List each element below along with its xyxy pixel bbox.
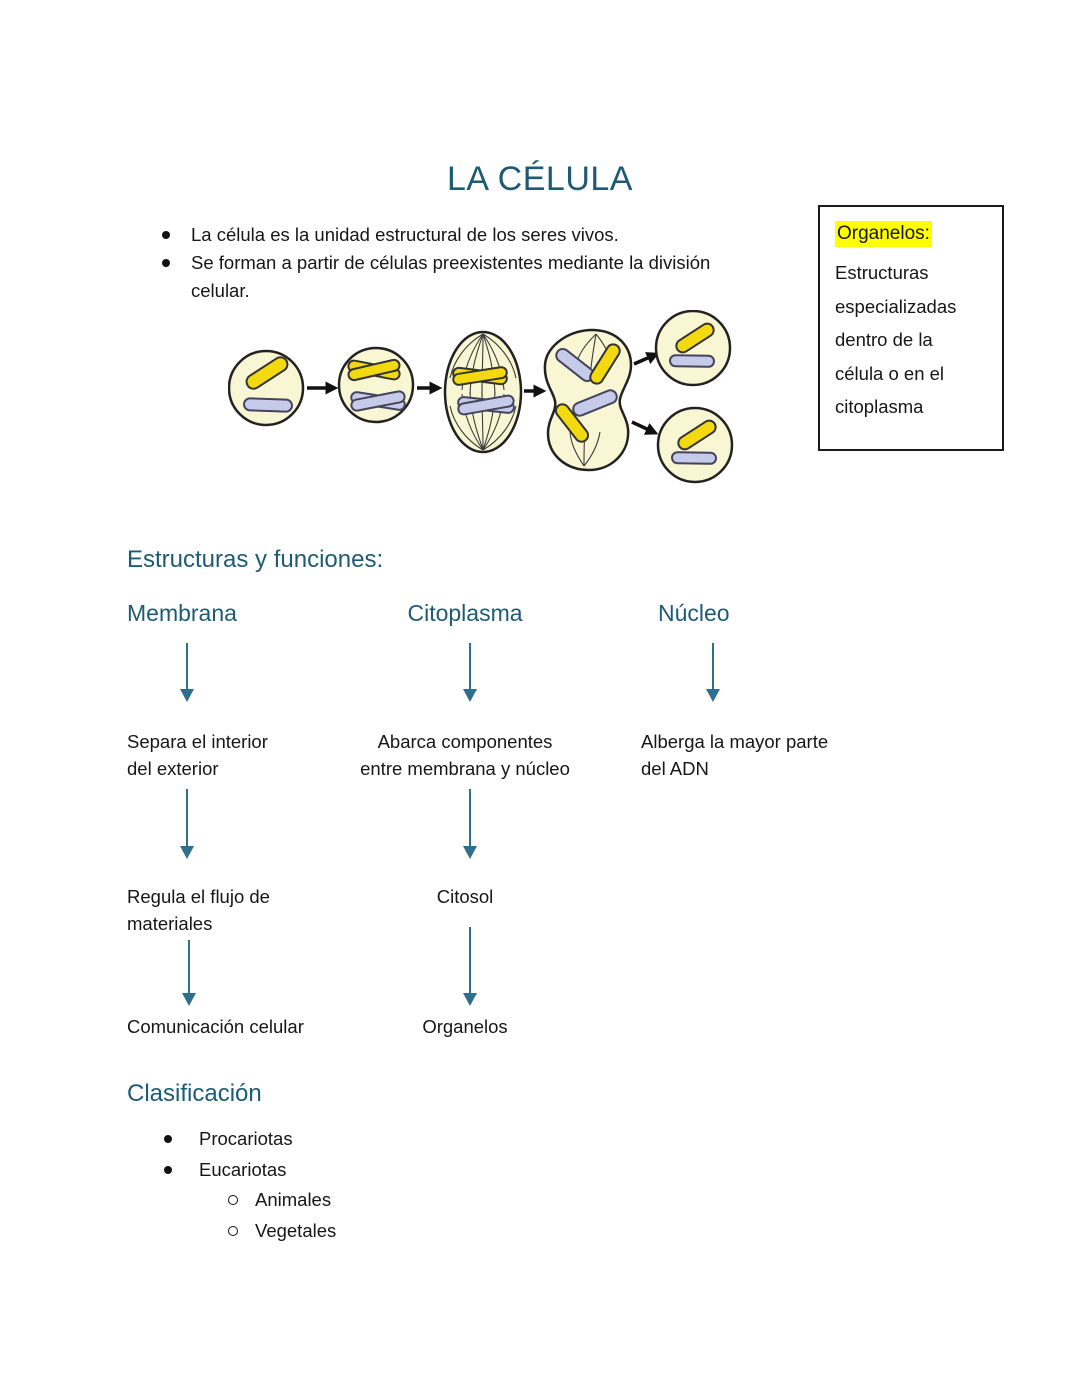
list-item-text: La célula es la unidad estructural de lo…	[191, 224, 619, 245]
daughter-cell-2	[656, 406, 734, 484]
list-item-text: Eucariotas	[199, 1158, 287, 1180]
down-arrow-icon	[182, 940, 196, 1006]
note-body: Estructuras especializadas dentro de la …	[835, 262, 957, 417]
mitosis-diagram	[228, 310, 734, 484]
down-arrow-icon	[463, 643, 477, 702]
sub-list-item: Animales	[0, 1185, 336, 1216]
list-item-text: Procariotas	[199, 1128, 293, 1149]
down-arrow-icon	[463, 927, 477, 1006]
section-heading-classification: Clasificación	[127, 1080, 262, 1107]
intro-bullet-list: La célula es la unidad estructural de lo…	[0, 221, 851, 305]
flow-node-nucleo-1: Alberga la mayor parte del ADN	[641, 731, 829, 779]
list-item-text: Animales	[255, 1189, 332, 1210]
flow-node-citoplasma-3: Organelos	[422, 1016, 508, 1037]
bullet-icon	[162, 259, 170, 267]
list-item-text: Vegetales	[255, 1219, 337, 1241]
flow-node-citoplasma-1: Abarca componentes entre membrana y núcl…	[360, 731, 570, 779]
bullet-icon	[164, 1135, 172, 1143]
list-item: Eucariotas	[0, 1155, 336, 1186]
prophase-cell	[337, 346, 415, 424]
parent-cell	[228, 349, 305, 427]
note-heading-highlighted: Organelos:	[835, 221, 932, 247]
list-item-text: Se forman a partir de células preexisten…	[191, 252, 711, 301]
list-item: Se forman a partir de células preexisten…	[0, 249, 851, 305]
arrow-up-right-icon	[633, 352, 660, 366]
page-title: LA CÉLULA	[447, 160, 633, 198]
down-arrow-icon	[706, 643, 720, 702]
metaphase-cell	[443, 330, 523, 454]
list-item: La célula es la unidad estructural de lo…	[0, 221, 851, 249]
flow-node-membrana-2: Regula el flujo de materiales	[127, 886, 270, 934]
section-heading-structures: Estructuras y funciones:	[127, 546, 384, 573]
column-header-membrana: Membrana	[127, 600, 237, 626]
sub-list-item: Vegetales	[0, 1216, 336, 1247]
circle-bullet-icon	[228, 1195, 238, 1205]
column-header-citoplasma: Citoplasma	[407, 600, 523, 626]
down-arrow-icon	[463, 789, 477, 859]
flow-node-membrana-3: Comunicación celular	[127, 1016, 304, 1037]
bullet-icon	[164, 1165, 172, 1174]
down-arrow-icon	[180, 789, 194, 859]
daughter-cell-1	[654, 310, 732, 387]
classification-list: Procariotas Eucariotas Animales Vegetale…	[0, 1124, 336, 1246]
circle-bullet-icon	[228, 1225, 238, 1236]
bullet-icon	[162, 231, 170, 239]
column-header-nucleo: Núcleo	[658, 600, 730, 626]
organelos-note-box: Organelos: Estructuras especializadas de…	[818, 205, 1004, 451]
list-item: Procariotas	[0, 1124, 336, 1155]
flow-node-membrana-1: Separa el interior del exterior	[127, 731, 268, 779]
arrow-down-right-icon	[631, 420, 659, 435]
flow-node-citoplasma-2: Citosol	[436, 886, 494, 907]
down-arrow-icon	[180, 643, 194, 702]
dividing-cell	[543, 328, 633, 472]
